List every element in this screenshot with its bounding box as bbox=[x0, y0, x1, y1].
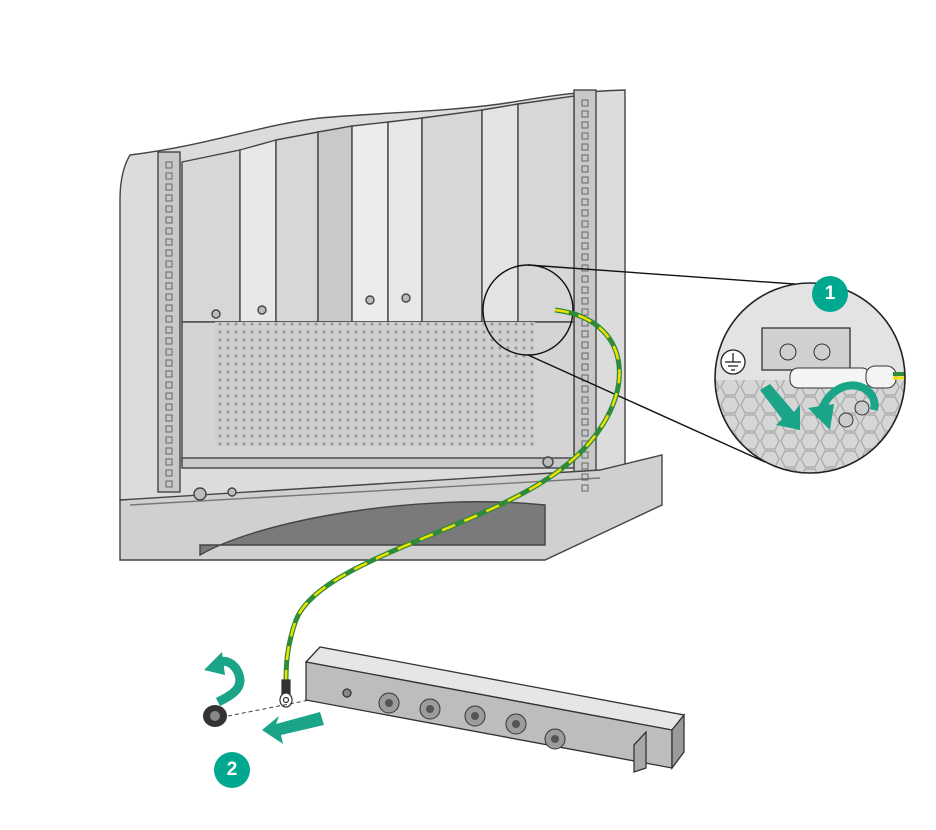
callout-zoom-circle bbox=[714, 282, 906, 474]
rail-hole bbox=[581, 462, 589, 470]
rail-hole bbox=[581, 297, 589, 305]
rail-hole bbox=[165, 194, 173, 202]
rail-hole bbox=[165, 227, 173, 235]
rail-hole bbox=[165, 425, 173, 433]
rail-hole bbox=[165, 216, 173, 224]
rail-hole bbox=[165, 304, 173, 312]
rail-hole bbox=[581, 396, 589, 404]
rail-hole bbox=[165, 249, 173, 257]
rail-hole bbox=[581, 198, 589, 206]
ground-terminal-center bbox=[551, 735, 559, 743]
rail-hole bbox=[165, 436, 173, 444]
move-arrow-icon bbox=[262, 712, 324, 744]
rail-hole bbox=[581, 308, 589, 316]
ground-terminal-center bbox=[471, 712, 479, 720]
rail-hole bbox=[165, 161, 173, 169]
zoom-callout bbox=[482, 264, 906, 474]
ground-wire bbox=[283, 307, 622, 685]
rail-hole bbox=[581, 484, 589, 492]
rail-hole bbox=[581, 275, 589, 283]
step-1-badge: 1 bbox=[812, 276, 848, 312]
rail-hole bbox=[581, 286, 589, 294]
rail-hole bbox=[165, 315, 173, 323]
rail-hole bbox=[165, 403, 173, 411]
rail-hole bbox=[165, 183, 173, 191]
rail-hole bbox=[581, 429, 589, 437]
ground-symbol-icon bbox=[720, 349, 746, 375]
rail-hole bbox=[581, 165, 589, 173]
rail-hole bbox=[581, 264, 589, 272]
rail-hole bbox=[581, 341, 589, 349]
ground-terminal-center bbox=[426, 705, 434, 713]
rail-hole bbox=[165, 458, 173, 466]
rail-hole bbox=[165, 271, 173, 279]
right-rail-holes bbox=[581, 99, 589, 492]
rail-hole bbox=[165, 414, 173, 422]
rail-hole bbox=[165, 205, 173, 213]
step-2-badge: 2 bbox=[214, 752, 250, 788]
rail-hole bbox=[581, 330, 589, 338]
rail-hole bbox=[165, 293, 173, 301]
rail-hole bbox=[581, 352, 589, 360]
rail-hole bbox=[165, 348, 173, 356]
rail-hole bbox=[165, 370, 173, 378]
ground-terminal-center bbox=[385, 699, 393, 707]
rail-hole bbox=[165, 392, 173, 400]
rail-hole bbox=[581, 99, 589, 107]
rail-hole bbox=[165, 238, 173, 246]
rail-hole bbox=[165, 337, 173, 345]
rail-hole bbox=[581, 110, 589, 118]
move-arrow-icon bbox=[760, 384, 800, 430]
rail-hole bbox=[581, 121, 589, 129]
rail-hole bbox=[165, 260, 173, 268]
grounding-bar bbox=[304, 646, 686, 773]
rail-hole bbox=[165, 480, 173, 488]
rail-hole bbox=[581, 407, 589, 415]
rail-hole bbox=[581, 451, 589, 459]
rail-hole bbox=[165, 172, 173, 180]
rail-hole bbox=[581, 242, 589, 250]
rail-hole bbox=[581, 187, 589, 195]
rail-hole bbox=[581, 363, 589, 371]
wire-lug bbox=[279, 679, 293, 708]
rail-hole bbox=[581, 418, 589, 426]
rail-hole bbox=[581, 231, 589, 239]
ground-terminal-center bbox=[512, 720, 520, 728]
rail-hole bbox=[581, 176, 589, 184]
rail-hole bbox=[581, 253, 589, 261]
rotate-arrow-icon bbox=[808, 381, 879, 430]
rotate-arrow-icon bbox=[204, 652, 245, 707]
nut bbox=[203, 705, 227, 727]
rail-hole bbox=[581, 154, 589, 162]
rail-hole bbox=[165, 447, 173, 455]
grounding-bar-holes bbox=[378, 692, 566, 750]
rail-hole bbox=[581, 220, 589, 228]
rail-hole bbox=[165, 381, 173, 389]
rail-hole bbox=[581, 143, 589, 151]
switch-chassis bbox=[119, 89, 663, 561]
rail-hole bbox=[581, 473, 589, 481]
card-slots bbox=[181, 95, 575, 323]
left-rail-holes bbox=[165, 161, 173, 488]
rail-hole bbox=[165, 282, 173, 290]
rail-hole bbox=[165, 469, 173, 477]
rail-hole bbox=[581, 209, 589, 217]
rail-hole bbox=[581, 385, 589, 393]
rail-hole bbox=[165, 359, 173, 367]
magnified-ground-point bbox=[715, 283, 905, 473]
rail-hole bbox=[581, 132, 589, 140]
rail-hole bbox=[165, 326, 173, 334]
